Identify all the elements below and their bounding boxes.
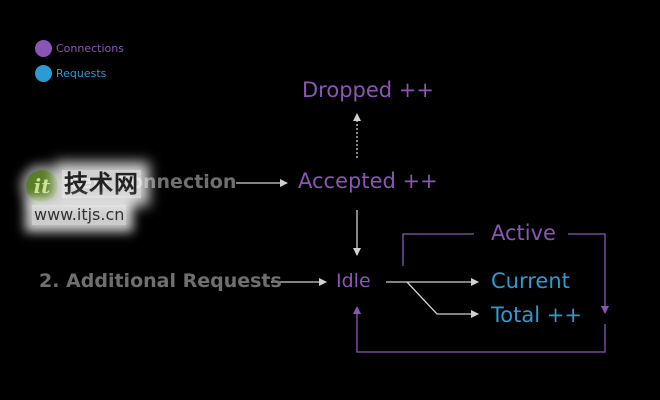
watermark-logo-icon: it: [26, 170, 58, 202]
legend-connections-label: Connections: [56, 41, 124, 55]
node-current: Current: [491, 269, 570, 293]
arrow-idle-to-total: [406, 281, 479, 318]
legend-connections-swatch: [35, 39, 52, 57]
node-idle: Idle: [336, 270, 371, 292]
legend-requests: Requests: [35, 64, 106, 82]
watermark-url: www.itjs.cn: [32, 205, 127, 225]
node-accepted: Accepted ++: [298, 169, 438, 193]
node-total: Total ++: [491, 303, 582, 327]
node-dropped: Dropped ++: [302, 78, 434, 102]
loop-active-down: [568, 233, 609, 314]
watermark: it 技术网 www.itjs.cn: [18, 162, 158, 234]
node-additional-requests: 2. Additional Requests: [39, 270, 282, 292]
legend-connections: Connections: [35, 39, 124, 57]
loop-return-to-idle: [353, 306, 606, 353]
watermark-title: 技术网: [62, 170, 141, 198]
legend-requests-label: Requests: [56, 66, 107, 80]
legend-requests-swatch: [35, 64, 52, 82]
loop-idle-to-active: [402, 233, 474, 266]
node-active: Active: [491, 221, 556, 245]
